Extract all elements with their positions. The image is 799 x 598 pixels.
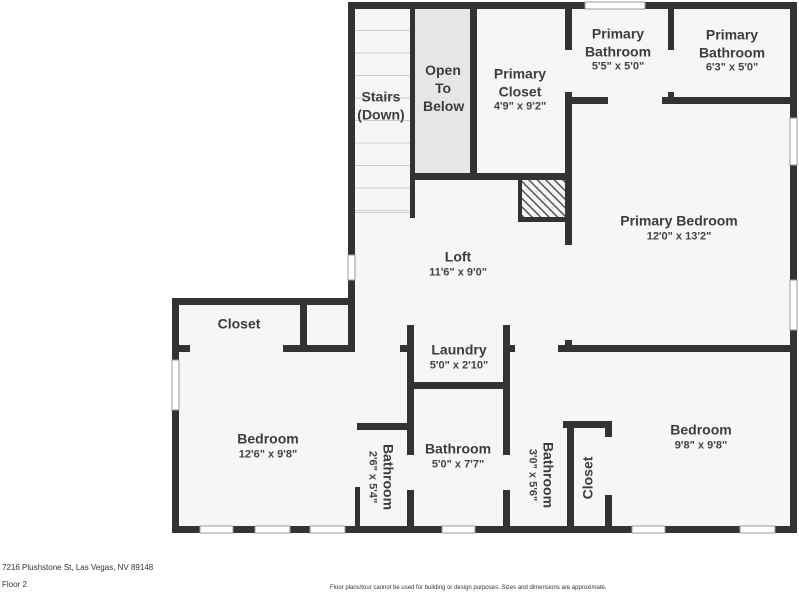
wall <box>348 280 355 352</box>
wall <box>790 165 797 280</box>
address: 7216 Plushstone St, Las Vegas, NV 89148 <box>2 563 154 572</box>
floor-lower <box>172 298 797 533</box>
stairs-treads <box>355 30 410 213</box>
window <box>309 525 346 534</box>
wall <box>503 490 510 533</box>
open-to-below-floor <box>415 9 470 175</box>
wall <box>300 305 307 352</box>
windows <box>171 1 798 534</box>
stair-tread <box>355 165 410 166</box>
window <box>584 1 646 10</box>
wall <box>558 345 797 352</box>
wall <box>563 421 612 428</box>
stair-tread <box>355 75 410 76</box>
wall <box>172 298 179 360</box>
wall <box>567 421 574 528</box>
room-stairs: Stairs (Down) <box>357 88 405 123</box>
wall <box>172 345 190 352</box>
wall <box>510 345 515 352</box>
wall <box>355 487 360 533</box>
wall <box>172 526 797 533</box>
window <box>739 525 776 534</box>
stair-tread <box>355 97 410 99</box>
wall <box>357 423 407 430</box>
stair-tread <box>355 30 410 31</box>
wall <box>410 9 415 218</box>
wall <box>348 2 797 9</box>
wall <box>407 325 414 455</box>
wall <box>407 490 414 533</box>
walls <box>172 2 797 533</box>
wall <box>172 298 355 305</box>
wall <box>605 495 612 528</box>
wall <box>518 178 522 222</box>
window <box>789 117 798 166</box>
room-closet-2: Closet <box>579 456 596 500</box>
wall <box>565 9 572 50</box>
window <box>789 279 798 331</box>
floor-label: Floor 2 <box>2 580 27 589</box>
window <box>254 525 291 534</box>
stair-tread <box>355 210 410 211</box>
room-closet-1: Closet <box>217 315 261 332</box>
stair-tread <box>355 187 410 189</box>
wall <box>415 173 572 180</box>
window <box>199 525 234 534</box>
wall <box>407 382 510 389</box>
floor-areas <box>172 2 797 533</box>
wall <box>348 2 355 255</box>
wall <box>790 2 797 118</box>
wall <box>572 97 608 104</box>
window <box>171 359 180 411</box>
wall <box>565 92 572 245</box>
wall <box>668 9 674 50</box>
stair-tread <box>355 212 410 213</box>
wall <box>172 410 179 533</box>
floor-plan <box>171 1 798 534</box>
wall <box>283 345 348 352</box>
stair-tread <box>355 142 410 144</box>
wall <box>400 345 410 352</box>
wall <box>662 97 797 104</box>
wall <box>605 421 612 437</box>
window <box>631 525 666 534</box>
wall <box>470 9 477 178</box>
hatched-shaft <box>522 180 565 217</box>
window <box>441 525 476 534</box>
window <box>347 254 356 281</box>
stair-tread <box>355 52 410 54</box>
wall <box>518 217 565 222</box>
hatch-shaft <box>522 180 565 217</box>
disclaimer: Floor plans/tour cannot be used for buil… <box>330 585 607 591</box>
wall <box>790 330 797 528</box>
wall <box>503 325 510 455</box>
room-open-to-below: Open To Below <box>423 62 465 114</box>
stair-tread <box>355 120 410 121</box>
